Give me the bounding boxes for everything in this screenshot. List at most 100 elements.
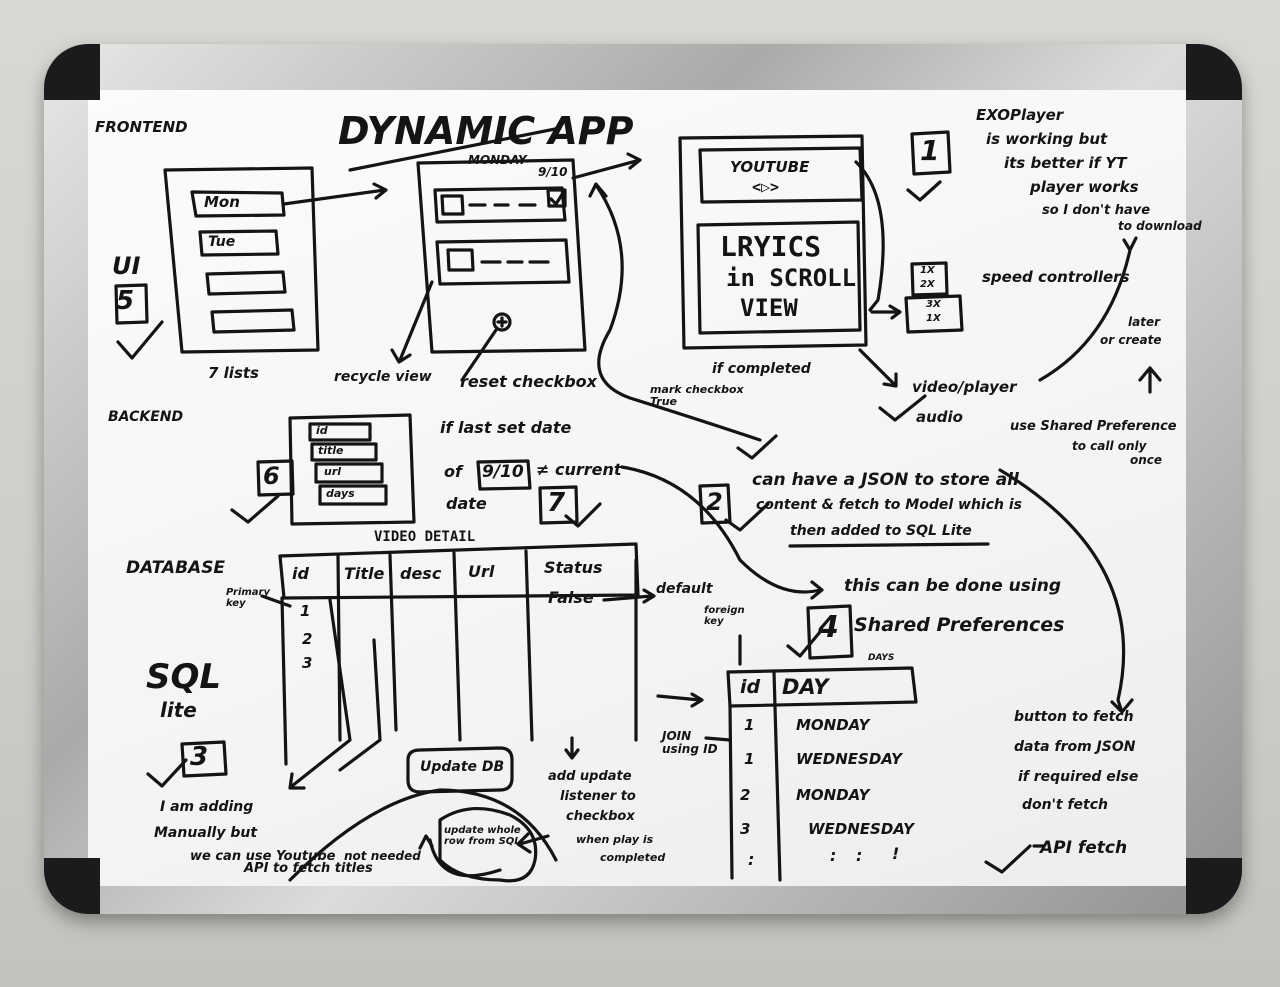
- days-dots-3: !: [892, 844, 900, 863]
- video-header-desc: desc: [400, 564, 442, 583]
- days-list-item-tue: [198, 229, 280, 257]
- days-list-tue: Tue: [208, 234, 236, 250]
- days-row-4-id: 3: [740, 820, 751, 838]
- video-row-id-2: 2: [302, 630, 313, 648]
- video-table-frame: [278, 542, 640, 600]
- video-row-id-3: 3: [302, 654, 313, 672]
- days-row-3-id: 2: [740, 786, 751, 804]
- join-to-table: [704, 736, 732, 742]
- update-db-curve: [288, 788, 558, 882]
- reset-arrow: [460, 328, 498, 382]
- foreign-key-note: foreign key: [704, 605, 745, 627]
- mark-true-note: mark checkbox True: [650, 383, 744, 408]
- step-1-number: 1: [920, 134, 940, 167]
- add-update-4: when play is: [576, 833, 654, 846]
- primary-key-arrow: [260, 594, 292, 608]
- add-update-3: checkbox: [566, 809, 635, 824]
- exo-line-1: EXOPlayer: [976, 106, 1064, 124]
- check-video: [878, 394, 927, 422]
- join-note: JOIN using ID: [662, 729, 718, 756]
- video-status-value: False: [548, 588, 594, 607]
- speed-3: 3X: [926, 299, 941, 310]
- monday-title: MONDAY: [468, 153, 527, 167]
- step-6-number: 6: [263, 462, 280, 490]
- recycle-arrow: [390, 280, 434, 364]
- fetch-line-3: if required else: [1018, 769, 1139, 785]
- shared-line-1: this can be done using: [844, 576, 1061, 596]
- primary-key-note: Primary key: [226, 587, 270, 609]
- monday-row-1: [433, 186, 567, 224]
- video-row-id-1: 1: [300, 602, 311, 620]
- monday-row-1-check: [546, 188, 567, 208]
- ui-label: UI: [112, 252, 141, 280]
- step-6-box: [256, 459, 295, 497]
- add-update-2: listener to: [560, 789, 636, 804]
- days-dots-2: :: [856, 846, 863, 865]
- reset-line-3a: of: [444, 462, 462, 481]
- step-3-number: 3: [190, 742, 209, 772]
- manual-line-1: I am adding: [160, 799, 254, 815]
- youtube-label: YOUTUBE: [730, 158, 810, 176]
- json-underline: [788, 542, 990, 548]
- lite-label: lite: [160, 698, 197, 722]
- update-db-box: [406, 746, 514, 794]
- player-down-arrow: [858, 348, 898, 388]
- mini-table-id: id: [316, 424, 328, 437]
- database-label: DATABASE: [126, 558, 226, 578]
- days-row-1-id: 1: [744, 716, 755, 734]
- check-step-4: [786, 630, 822, 658]
- shared-line-2: Shared Preferences: [854, 614, 1065, 636]
- speed-stack-1: [910, 261, 949, 297]
- lyrics-line-3: VIEW: [740, 294, 798, 322]
- days-table-caption: DAYS: [868, 653, 895, 663]
- days-list-item-mon: [190, 190, 286, 218]
- step-7-number: 7: [547, 488, 566, 518]
- api-fetch-note: API fetch: [1040, 838, 1128, 858]
- not-needed-note: not needed: [344, 849, 421, 863]
- arrow-to-monday: [282, 182, 388, 206]
- days-row-3-day: MONDAY: [796, 786, 870, 804]
- video-table-title: VIDEO DETAIL: [374, 529, 476, 545]
- fetch-line-4: don't fetch: [1022, 797, 1109, 813]
- check-ui: [116, 320, 164, 360]
- video-header-url: Url: [468, 562, 495, 581]
- days-list-mon: Mon: [204, 193, 240, 211]
- days-header-day: DAY: [782, 675, 829, 699]
- add-circle: [492, 312, 512, 332]
- call-once-2: once: [1130, 453, 1163, 467]
- days-list-note: 7 lists: [208, 364, 259, 382]
- step-2-number: 2: [706, 488, 723, 516]
- video-header-status: Status: [544, 558, 603, 577]
- lyrics-line-2: in SCROLL: [726, 264, 857, 292]
- check-step-3: [146, 758, 188, 788]
- step-3-box: [180, 740, 228, 778]
- days-row-4-day: WEDNESDAY: [808, 820, 915, 838]
- fetch-line-1: button to fetch: [1014, 709, 1134, 725]
- reset-date-value: 9/10: [482, 462, 524, 482]
- video-table-arrow-1: [288, 598, 352, 790]
- mini-table-days: days: [326, 487, 355, 500]
- update-loop: [428, 838, 502, 878]
- create-later-2: later: [1128, 315, 1161, 329]
- mini-table-title: title: [318, 444, 344, 457]
- whiteboard-surface: [88, 90, 1186, 886]
- call-once-1: to call only: [1072, 439, 1147, 453]
- create-later-1: or create: [1100, 333, 1162, 347]
- arrow-to-player: [571, 152, 642, 180]
- date-box: [476, 459, 532, 491]
- json-line-3: then added to SQL Lite: [790, 523, 972, 539]
- add-update-1: add update: [548, 769, 632, 784]
- speed-4: 1X: [926, 313, 941, 324]
- video-table-arrow-2: [338, 638, 382, 772]
- step-1-box: [910, 130, 952, 176]
- title-underline: [348, 126, 562, 172]
- update-row-note: update whole row from SQL: [444, 825, 521, 847]
- exo-line-5: so I don't have: [1042, 203, 1151, 218]
- json-line-2: content & fetch to Model which is: [756, 497, 1022, 513]
- monday-row-2-thumb: [446, 248, 475, 272]
- days-row-2-id: 1: [744, 750, 755, 768]
- days-dots-id: :: [748, 850, 755, 869]
- reset-line-4: date: [446, 494, 487, 513]
- speed-1: 1X: [920, 265, 935, 276]
- join-arrow: [656, 692, 704, 708]
